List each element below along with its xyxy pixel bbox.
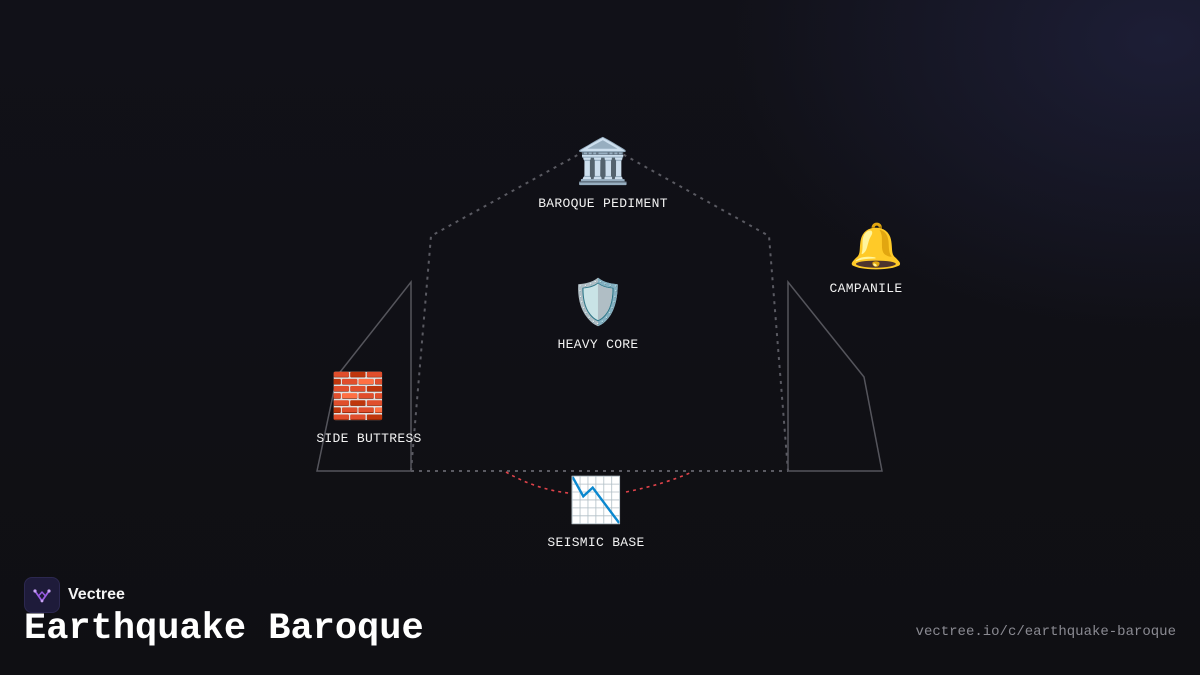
node-label: SIDE BUTTRESS: [316, 431, 422, 446]
node-heavy-core[interactable]: 🛡️ HEAVY CORE: [557, 281, 638, 352]
chart-decreasing-icon: 📉: [568, 479, 624, 529]
node-baroque-pediment[interactable]: 🏛️ BAROQUE PEDIMENT: [538, 140, 668, 211]
node-label: HEAVY CORE: [557, 337, 639, 352]
left-buttress-outline: [316, 279, 412, 472]
shield-icon: 🛡️: [570, 281, 626, 331]
node-label: CAMPANILE: [829, 281, 903, 296]
page-title: Earthquake Baroque: [24, 608, 424, 650]
bell-icon: 🔔: [848, 225, 904, 275]
seismic-curve: [505, 471, 693, 495]
classical-building-icon: 🏛️: [575, 140, 631, 190]
node-seismic-base[interactable]: 📉 SEISMIC BASE: [547, 479, 644, 550]
source-url[interactable]: vectree.io/c/earthquake-baroque: [915, 624, 1176, 640]
node-side-buttress[interactable]: 🧱 SIDE BUTTRESS: [316, 375, 421, 446]
node-label: BAROQUE PEDIMENT: [538, 196, 668, 211]
brick-icon: 🧱: [330, 375, 386, 425]
node-campanile[interactable]: 🔔 CAMPANILE: [829, 225, 904, 296]
right-buttress-outline: [787, 279, 883, 472]
brand-name: Vectree: [68, 586, 125, 603]
node-label: SEISMIC BASE: [547, 535, 645, 550]
vectree-logo-icon: [24, 577, 60, 613]
brand[interactable]: Vectree: [24, 577, 125, 613]
